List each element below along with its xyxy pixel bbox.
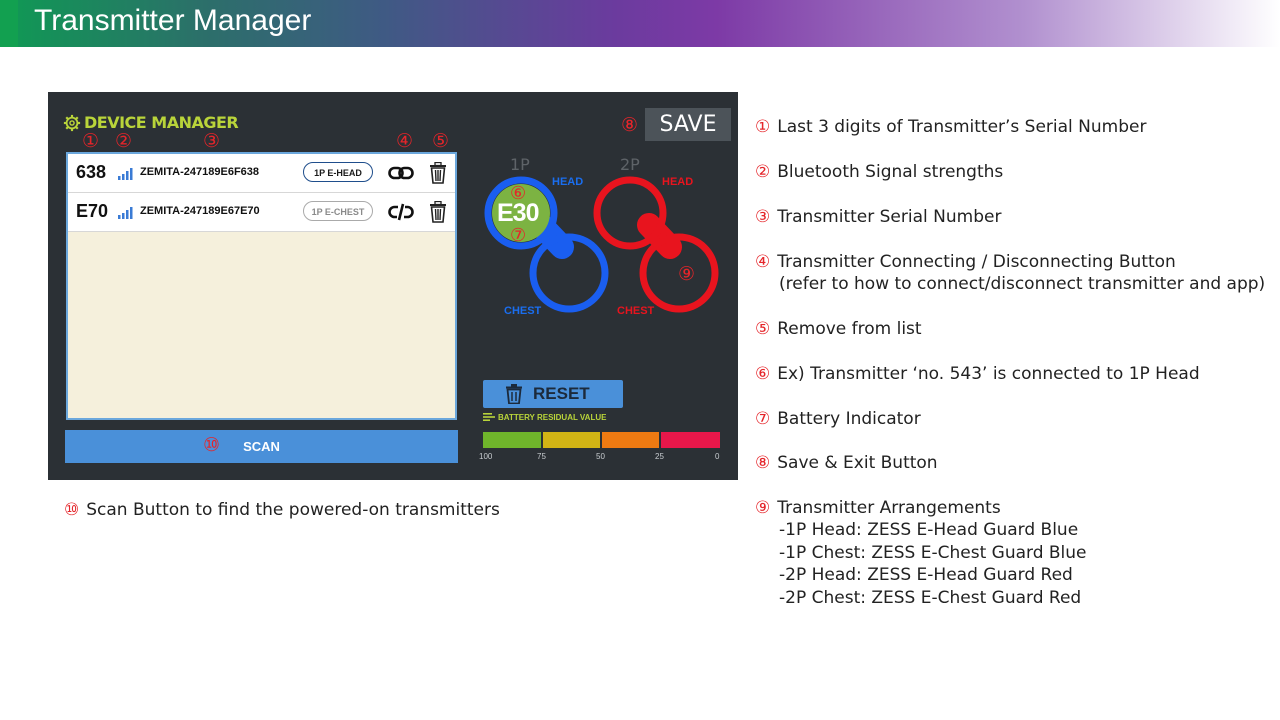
scan-button[interactable]: SCAN (65, 430, 458, 463)
annotation-number: ⑩ (64, 500, 80, 520)
player-1-guards (484, 176, 609, 313)
battery-tick: 0 (715, 452, 720, 461)
battery-tick: 25 (655, 452, 664, 461)
marker-8: ⑧ (621, 114, 639, 136)
annotation-subtext: -1P Head: ZESS E-Head Guard Blue (779, 520, 1079, 541)
annotation-number: ② (755, 162, 771, 182)
marker-4: ④ (396, 130, 414, 152)
annotation-2: ② Bluetooth Signal strengths (755, 161, 1003, 183)
signal-strength-icon (118, 168, 133, 180)
annotation-number: ⑦ (755, 409, 771, 429)
p1-head-transmitter-code: E30 (497, 199, 539, 227)
p1-chest-ring (529, 233, 609, 313)
p2-head-label: HEAD (662, 176, 694, 188)
p1-chest-label: CHEST (504, 305, 542, 317)
annotation-subtext: -2P Chest: ZESS E-Chest Guard Red (779, 587, 1082, 608)
battery-legend-label: BATTERY RESIDUAL VALUE (498, 413, 607, 422)
marker-10: ⑩ (203, 434, 221, 456)
p1-head-battery-fill (492, 184, 550, 242)
annotation-text: Transmitter Connecting / Disconnecting B… (777, 252, 1176, 272)
annotation-7: ⑦ Battery Indicator (755, 408, 921, 430)
title-banner (0, 0, 1280, 47)
marker-7: ⑦ (510, 225, 527, 246)
device-list: 638 ZEMITA-247189E6F638 1P E-HEAD E70 ZE… (66, 152, 457, 420)
marker-3: ③ (203, 130, 221, 152)
trash-icon (506, 384, 522, 404)
save-button[interactable]: SAVE (645, 108, 731, 141)
annotation-3: ③ Transmitter Serial Number (755, 206, 1001, 228)
page-title: Transmitter Manager (34, 4, 312, 37)
reset-button-label: RESET (533, 384, 590, 403)
annotation-subtext: -2P Head: ZESS E-Head Guard Red (779, 565, 1073, 586)
annotation-number: ⑤ (755, 319, 771, 339)
annotation-4: ④ Transmitter Connecting / Disconnecting … (755, 251, 1265, 296)
gear-icon (63, 114, 81, 132)
annotation-5: ⑤ Remove from list (755, 318, 922, 340)
annotation-text: Scan Button to find the powered-on trans… (86, 500, 500, 520)
annotation-number: ① (755, 117, 771, 137)
player-2-guards (593, 176, 719, 313)
marker-2: ② (115, 130, 133, 152)
battery-segment-100-75 (483, 432, 541, 448)
annotation-text: Ex) Transmitter ‘no. 543’ is connected t… (777, 364, 1200, 384)
link-icon[interactable] (388, 163, 414, 183)
assignment-badge: 1P E-CHEST (303, 201, 373, 221)
save-button-label: SAVE (659, 112, 717, 137)
annotation-number: ⑥ (755, 364, 771, 384)
marker-9: ⑨ (678, 263, 696, 285)
signal-strength-icon (118, 207, 133, 219)
marker-6: ⑥ (510, 183, 527, 204)
p2-chest-label: CHEST (617, 305, 655, 317)
marker-5: ⑤ (432, 130, 450, 152)
player-2-label: 2P (620, 155, 640, 174)
annotation-text: Remove from list (777, 319, 922, 339)
battery-tick: 100 (479, 452, 493, 461)
list-icon (483, 413, 495, 421)
serial-number: ZEMITA-247189E67E70 (140, 205, 260, 217)
scan-button-label: SCAN (243, 439, 280, 454)
device-row[interactable]: E70 ZEMITA-247189E67E70 1P E-CHEST (68, 193, 455, 232)
annotation-1: ① Last 3 digits of Transmitter’s Serial N… (755, 116, 1146, 138)
serial-number: ZEMITA-247189E6F638 (140, 166, 260, 178)
annotation-6: ⑥ Ex) Transmitter ‘no. 543’ is connected … (755, 363, 1200, 385)
p1-head-ring (484, 176, 558, 250)
annotation-text: Last 3 digits of Transmitter’s Serial Nu… (777, 117, 1147, 137)
annotation-text: Transmitter Serial Number (777, 207, 1002, 227)
p1-head-label: HEAD (552, 176, 584, 188)
p2-head-ring (593, 176, 667, 250)
device-manager-title: DEVICE MANAGER (84, 113, 239, 132)
trash-icon[interactable] (429, 162, 447, 184)
annotation-8: ⑧ Save & Exit Button (755, 452, 938, 474)
battery-segment-75-50 (543, 432, 600, 448)
guard-arrangement-diagram (484, 176, 719, 313)
annotation-text: Save & Exit Button (777, 453, 938, 473)
battery-tick: 75 (537, 452, 546, 461)
unlink-icon[interactable] (388, 202, 414, 222)
annotation-number: ④ (755, 252, 771, 272)
annotation-text: Transmitter Arrangements (777, 498, 1001, 518)
battery-segment-50-25 (602, 432, 659, 448)
trash-icon[interactable] (429, 201, 447, 223)
banner-accent (0, 0, 18, 47)
p2-chest-ring (639, 233, 719, 313)
annotation-10: ⑩ Scan Button to find the powered-on tran… (64, 500, 500, 520)
player-1-label: 1P (510, 155, 530, 174)
marker-1: ① (82, 130, 100, 152)
reset-button[interactable]: RESET (483, 380, 623, 408)
annotation-number: ⑧ (755, 453, 771, 473)
annotation-number: ⑨ (755, 498, 771, 518)
annotation-subtext: -1P Chest: ZESS E-Chest Guard Blue (779, 542, 1087, 563)
serial-suffix: E70 (76, 201, 109, 221)
device-row[interactable]: 638 ZEMITA-247189E6F638 1P E-HEAD (68, 154, 455, 193)
annotation-9: ⑨ Transmitter Arrangements -1P Head: ZESS… (755, 497, 1087, 609)
assignment-badge: 1P E-HEAD (303, 162, 373, 182)
annotation-subtext: (refer to how to connect/disconnect tran… (779, 274, 1266, 295)
annotation-text: Battery Indicator (777, 409, 921, 429)
annotation-number: ③ (755, 207, 771, 227)
battery-segment-25-0 (661, 432, 720, 448)
battery-tick: 50 (596, 452, 605, 461)
annotation-text: Bluetooth Signal strengths (777, 162, 1004, 182)
serial-suffix: 638 (76, 162, 107, 182)
